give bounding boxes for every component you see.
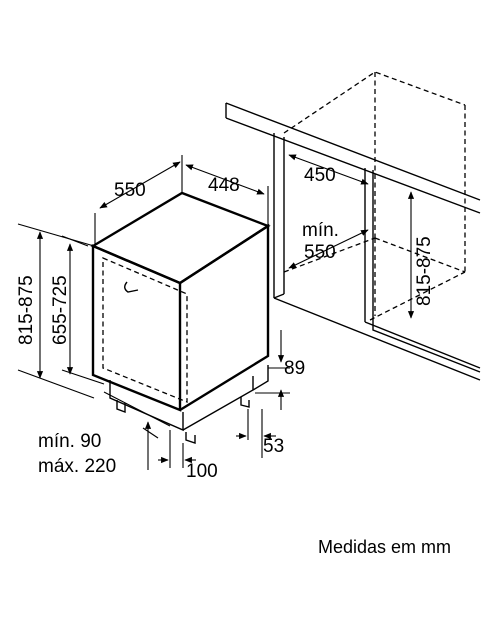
label-niche-depth-min: mín. [302, 220, 339, 241]
label-door-gap-max: máx. 220 [38, 456, 116, 477]
label-niche-height: 815-875 [414, 236, 435, 306]
kitchen-niche [225, 71, 481, 381]
label-plinth-height: 89 [284, 358, 305, 379]
label-appliance-height: 815-875 [16, 275, 37, 345]
label-plinth-recess: 53 [263, 436, 284, 457]
label-plinth-offset: 100 [186, 461, 218, 482]
label-door-gap-min: mín. 90 [38, 431, 101, 452]
label-appliance-body-height: 655-725 [50, 275, 71, 345]
label-niche-width: 450 [304, 165, 336, 186]
label-appliance-depth: 550 [114, 180, 146, 201]
dimension-lines [17, 154, 415, 470]
label-appliance-width: 448 [208, 175, 240, 196]
units-caption: Medidas em mm [318, 537, 451, 557]
dishwasher-appliance [90, 191, 271, 444]
label-niche-depth-value: 550 [304, 242, 336, 263]
